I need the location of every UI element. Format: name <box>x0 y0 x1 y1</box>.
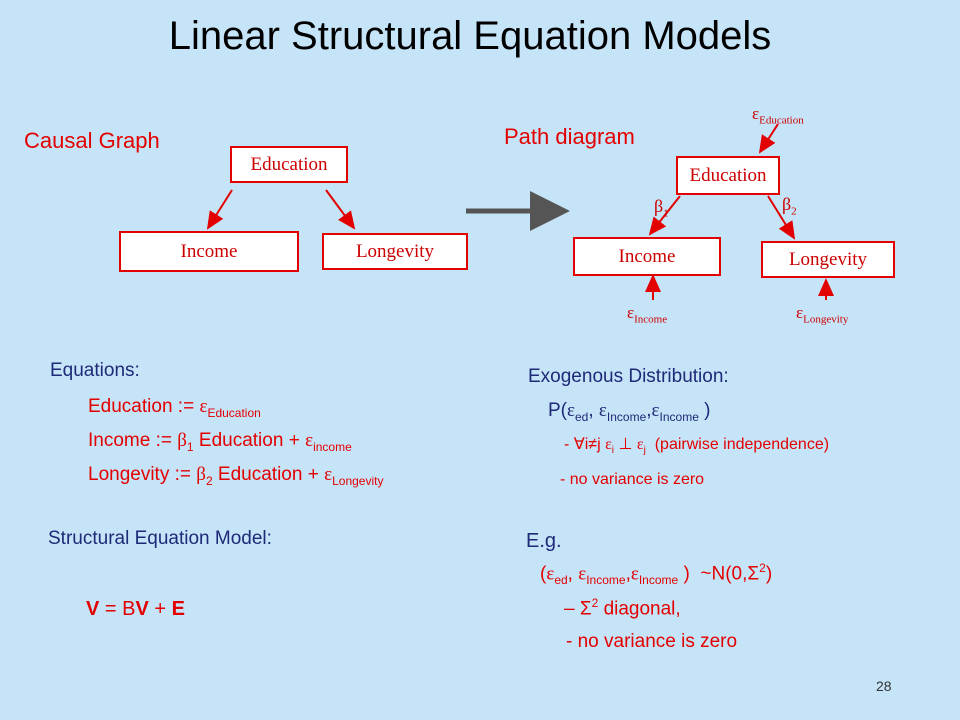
path-diagram-label: Path diagram <box>504 124 635 149</box>
path-node-income: Income <box>573 237 721 276</box>
equation-longevity: Longevity := β2 Education + εLongevity <box>88 464 384 488</box>
example-novariance: - no variance is zero <box>566 631 738 652</box>
example-heading: E.g. <box>526 530 562 552</box>
edge-education-longevity <box>325 189 356 230</box>
exogenous-novariance: - no variance is zero <box>560 471 705 488</box>
path-edge-education-longevity <box>767 195 796 240</box>
edge-education-income <box>206 189 233 230</box>
causal-node-longevity: Longevity <box>322 233 468 270</box>
error-income: εIncome <box>627 303 668 326</box>
equations-heading: Equations: <box>50 360 140 381</box>
error-arrow-education <box>758 123 779 154</box>
causal-node-education: Education <box>230 146 348 183</box>
sem-equation: V = BV + E <box>86 598 185 620</box>
path-edge-education-income <box>648 195 681 236</box>
error-education: εEducation <box>752 104 804 127</box>
slide-title: Linear Structural Equation Models <box>168 14 772 58</box>
exogenous-heading: Exogenous Distribution: <box>528 366 729 387</box>
sem-heading: Structural Equation Model: <box>48 528 272 549</box>
example-diagonal: – Σ2 diagonal, <box>564 596 681 620</box>
exogenous-independence: - ∀i≠j εi ⊥ εj (pairwise independence) <box>564 436 830 457</box>
equation-education: Education := εEducation <box>88 396 261 420</box>
exogenous-joint: P(εed, εIncome,εIncome ) <box>548 400 711 424</box>
error-longevity: εLongevity <box>796 303 849 326</box>
page-number: 28 <box>876 678 892 694</box>
coef-beta1: β1 <box>654 196 669 220</box>
coef-beta2: β2 <box>782 194 797 218</box>
path-node-longevity: Longevity <box>761 241 895 278</box>
path-node-education: Education <box>676 156 780 195</box>
causal-node-income: Income <box>119 231 299 272</box>
causal-graph-label: Causal Graph <box>24 128 160 153</box>
equation-income: Income := β1 Education + εincome <box>88 430 352 454</box>
example-distribution: (εed, εIncome,εIncome ) ~N(0,Σ2) <box>540 561 773 588</box>
